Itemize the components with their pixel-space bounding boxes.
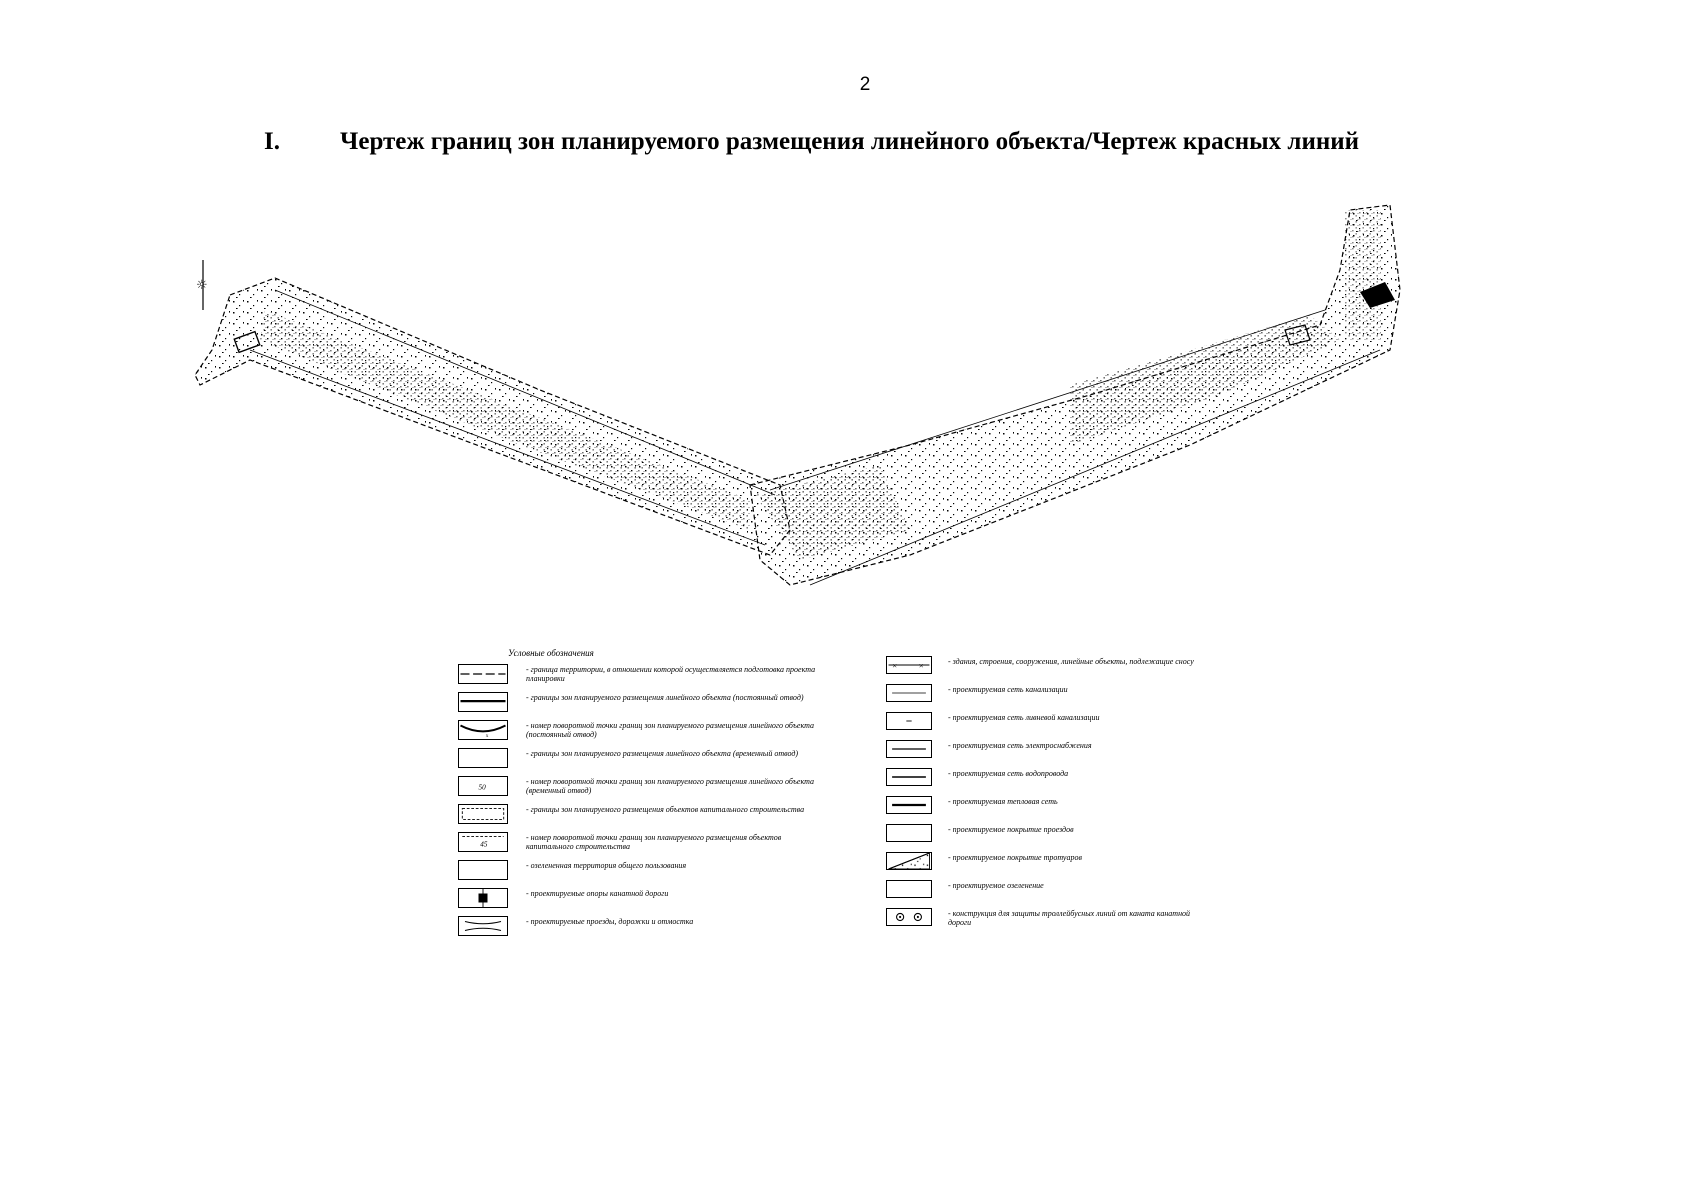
section-number: I.: [264, 128, 280, 155]
planning-map: ☼: [194, 204, 1401, 586]
north-arrow-icon: ☼: [196, 260, 208, 310]
svg-text:×: ×: [892, 661, 897, 671]
storm-sewer-icon: [886, 712, 932, 730]
heat-network-icon: [886, 796, 932, 814]
page-title: Чертеж границ зон планируемого размещени…: [340, 128, 1360, 155]
permanent-zone-boundary-icon: [458, 692, 508, 712]
page-heading: I. Чертеж границ зон планируемого размеще…: [264, 128, 1359, 156]
corridor-right-arm: [749, 204, 1401, 586]
driveway-surface-icon: [886, 824, 932, 842]
power-network-icon: [886, 740, 932, 758]
public-green-area-icon: [458, 860, 508, 880]
turn-point-label: 50: [479, 784, 487, 792]
capital-construction-boundary-icon: [458, 804, 508, 824]
sewer-network-icon: [886, 684, 932, 702]
temporary-zone-boundary-icon: [458, 748, 508, 768]
cable-car-support-icon: [458, 888, 508, 908]
driveway-icon: [458, 916, 508, 936]
svg-text:☼: ☼: [196, 278, 208, 293]
water-network-icon: [886, 768, 932, 786]
page-number: 2: [859, 74, 871, 95]
permanent-turn-point-icon: x: [458, 720, 508, 740]
capital-construction-point-icon: 45: [458, 832, 508, 852]
territory-boundary-icon: [458, 664, 508, 684]
sidewalk-surface-icon: [886, 852, 932, 870]
demolition-icon: ××: [886, 656, 932, 674]
temporary-turn-point-icon: 50: [458, 776, 508, 796]
legend-title: Условные обозначения: [508, 648, 594, 658]
landscaping-icon: [886, 880, 932, 898]
corridor-left-arm: [194, 277, 791, 556]
svg-text:x: x: [486, 733, 489, 739]
capital-point-label: 45: [480, 841, 488, 849]
protection-structure-icon: [886, 908, 932, 926]
svg-text:×: ×: [919, 661, 924, 671]
